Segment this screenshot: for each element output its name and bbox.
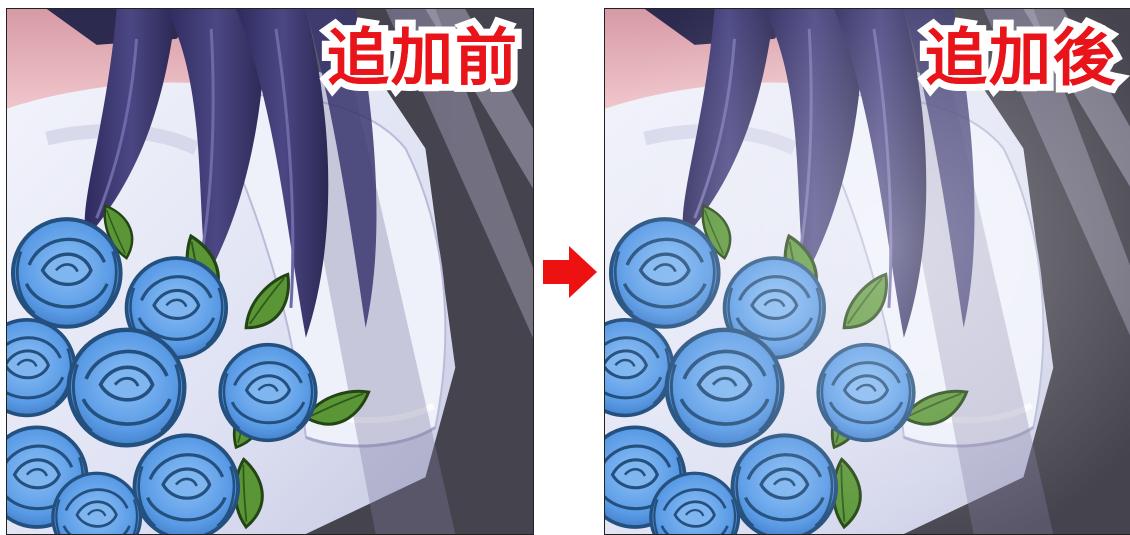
added-glow-effect: [605, 9, 1130, 534]
after-image-panel: 追加後 追加後: [604, 8, 1130, 535]
before-image-panel: 追加前 追加前: [6, 8, 534, 535]
after-label: 追加後: [918, 20, 1122, 96]
after-label-fill: 追加後: [924, 21, 1117, 94]
after-illustration: [605, 9, 1130, 534]
right-arrow-icon: [543, 246, 597, 298]
before-label-fill: 追加前: [326, 21, 519, 94]
before-label: 追加前: [320, 20, 524, 96]
